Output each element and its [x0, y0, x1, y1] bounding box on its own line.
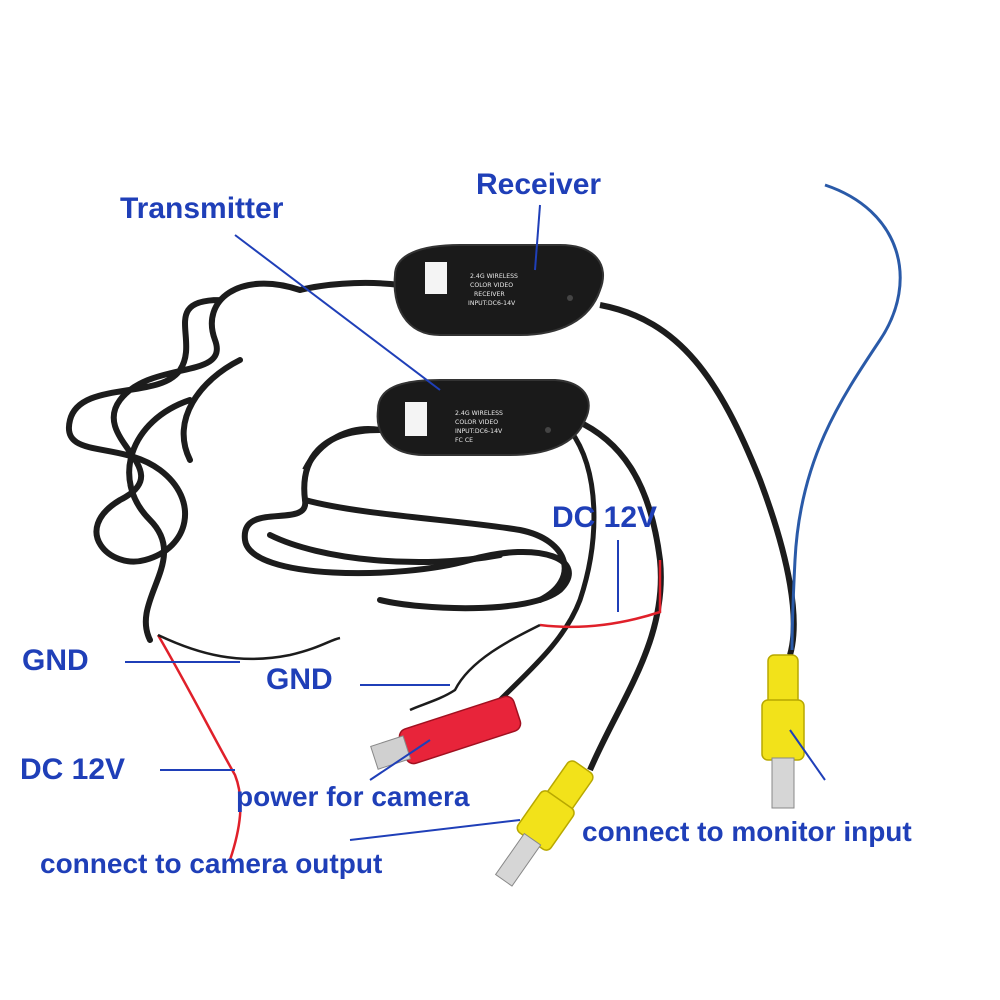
- receiver-text-3: RECEIVER: [474, 291, 505, 298]
- coiled-cable-left: [65, 280, 303, 643]
- label-connect-monitor-input: connect to monitor input: [582, 816, 912, 847]
- label-dc12v-left: DC 12V: [20, 753, 126, 786]
- rca-connector-monitor: [761, 654, 805, 809]
- red-wire-left: [156, 634, 242, 861]
- label-gnd-mid: GND: [266, 663, 333, 696]
- label-dc12v-right: DC 12V: [552, 501, 658, 534]
- label-connect-camera-output: connect to camera output: [40, 848, 383, 879]
- rca-connector-camera: [494, 760, 594, 887]
- receiver-text-4: INPUT:DC6-14V: [468, 300, 516, 307]
- label-receiver: Receiver: [476, 168, 602, 201]
- blue-wire: [790, 183, 902, 651]
- receiver-text-1: 2.4G WIRELESS: [470, 273, 518, 280]
- transmitter-text-1: 2.4G WIRELESS: [455, 410, 503, 417]
- black-wire-gnd-left: [157, 633, 341, 661]
- cable-transmitter-left: [302, 426, 381, 472]
- transmitter-module: 2.4G WIRELESS COLOR VIDEO INPUT:DC6-14V …: [376, 379, 590, 456]
- transmitter-text-3: INPUT:DC6-14V: [455, 428, 503, 435]
- label-power-for-camera: power for camera: [236, 781, 470, 812]
- coiled-cable-transmitter: [241, 427, 572, 612]
- label-transmitter: Transmitter: [120, 192, 284, 225]
- annotation-leader-lines: [125, 204, 826, 841]
- transmitter-text-2: COLOR VIDEO: [455, 419, 498, 426]
- cable-receiver-to-monitor: [599, 302, 797, 656]
- black-wire-gnd-mid: [409, 623, 541, 712]
- red-wire-right: [539, 560, 662, 629]
- receiver-text-2: COLOR VIDEO: [470, 282, 513, 289]
- receiver-module: 2.4G WIRELESS COLOR VIDEO RECEIVER INPUT…: [393, 244, 605, 336]
- label-gnd-left: GND: [22, 644, 89, 677]
- cable-receiver-left: [299, 279, 401, 293]
- transmitter-text-4: FC CE: [455, 437, 473, 444]
- cable-transmitter-to-dc: [498, 428, 597, 702]
- dc-power-plug: [370, 695, 522, 770]
